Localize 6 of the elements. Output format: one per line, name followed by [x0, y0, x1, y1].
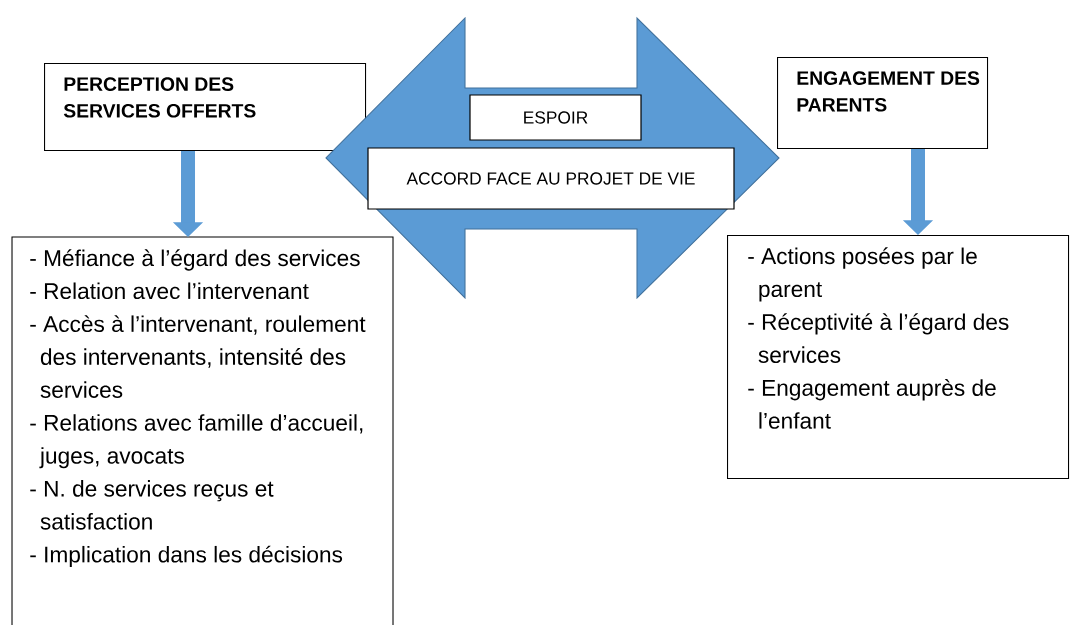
- heading-box: PERCEPTION DES SERVICES OFFERTS: [44, 63, 367, 152]
- text-box: ACCORD FACE AU PROJET DE VIE: [367, 147, 735, 210]
- heading-box: ENGAGEMENT DES PARENTS: [777, 57, 989, 150]
- text-box: ESPOIR: [469, 94, 642, 141]
- list-box: - Actions posées par le parent - Réceptivité à l’égard des services - Engagement auprès de l’enfant: [727, 235, 1070, 480]
- list-box: - Méfiance à l’égard des services - Relation avec l’intervenant - Accès à l’intervenant, roulement des intervenants, intensité des services - Relations avec famille d’accueil, juges, avocats - N. de services reçus et satisfaction - Implication dans les décisions: [11, 236, 394, 625]
